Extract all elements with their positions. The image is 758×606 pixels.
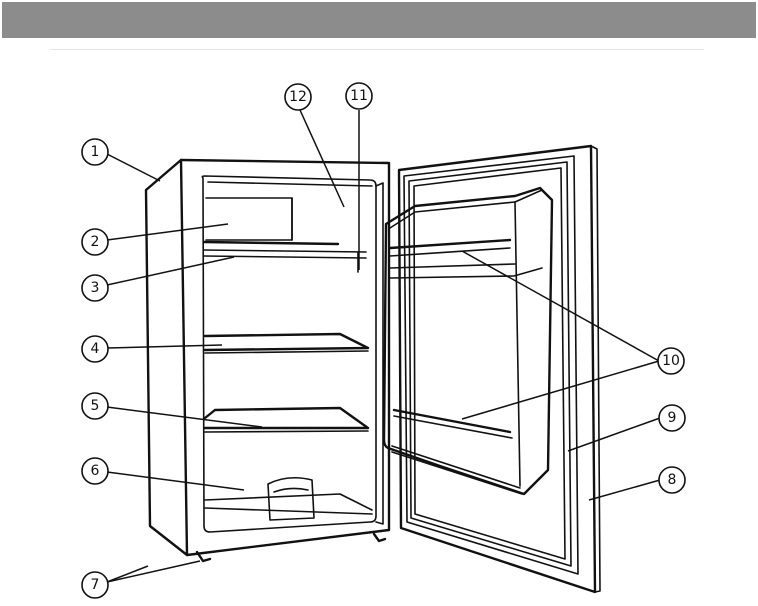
callout-8-label: 8 [668, 472, 677, 488]
callout-12-label: 12 [289, 89, 307, 105]
callout-6-label: 6 [91, 463, 100, 479]
callout-9-label: 9 [668, 410, 677, 426]
callout-10: 10 [657, 347, 685, 375]
callout-9: 9 [658, 404, 686, 432]
callout-11-label: 11 [350, 88, 368, 104]
callout-10-label: 10 [662, 353, 680, 369]
divider [50, 49, 704, 50]
callout-2: 2 [81, 228, 109, 256]
callout-6: 6 [81, 457, 109, 485]
callout-11: 11 [345, 82, 373, 110]
door [382, 144, 601, 594]
callout-4: 4 [81, 335, 109, 363]
shelves [203, 332, 373, 521]
callout-7: 7 [81, 571, 109, 599]
callout-4-label: 4 [91, 341, 100, 357]
callout-3: 3 [81, 274, 109, 302]
leader-lines [106, 109, 661, 583]
callout-12: 12 [284, 83, 312, 111]
callout-5-label: 5 [91, 398, 100, 414]
callout-8: 8 [658, 466, 686, 494]
callout-2-label: 2 [91, 234, 100, 250]
header-bar [2, 2, 756, 38]
callout-5: 5 [81, 392, 109, 420]
callout-7-label: 7 [91, 577, 100, 593]
callout-1: 1 [81, 138, 109, 166]
callout-1-label: 1 [91, 144, 100, 160]
freezer-compartment [202, 197, 367, 273]
callout-3-label: 3 [91, 280, 100, 296]
cabinet [144, 158, 391, 563]
